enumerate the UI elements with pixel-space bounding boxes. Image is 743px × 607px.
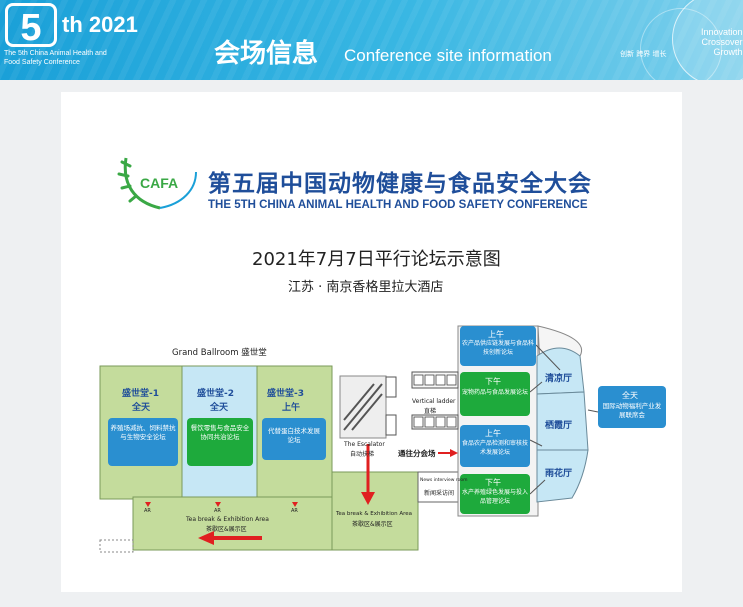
hall-qixia-label: 栖霞厅 [545, 421, 573, 431]
hall-qingliang-label: 清凉厅 [545, 374, 573, 384]
interview-room [417, 471, 459, 503]
logo-number: 5 [5, 3, 57, 49]
connector-line [529, 439, 543, 447]
escalator-label-en: The Escalator [344, 441, 385, 448]
top-banner: 5 th 2021 The 5th China Animal Health an… [0, 0, 743, 80]
entrance-marker-icon [215, 502, 221, 507]
side-forum-4-time: 下午 [485, 478, 501, 487]
side-forum-box-2 [460, 372, 530, 416]
motto-line2: Crossover [701, 37, 743, 47]
room-2-name: 盛世堂-2 [197, 389, 234, 399]
welfare-time: 全天 [622, 391, 638, 400]
tea-left-label-cn: 茶歇区&展示区 [206, 526, 247, 533]
side-forum-1-title: 农产品供应链发展与食品科技创新论坛 [462, 340, 535, 356]
motto: Innovation Crossover Growth [701, 27, 743, 57]
side-forum-box-4 [460, 474, 530, 514]
ballroom-label: Grand Ballroom 盛世堂 [172, 348, 267, 358]
elevator-bank-top [411, 371, 459, 389]
room-1-name: 盛世堂-1 [122, 389, 159, 399]
room-3-time: 上午 [282, 403, 301, 413]
motto-line1: Innovation [701, 27, 743, 37]
ladder-label-cn: 直梯 [424, 408, 437, 415]
connector-line [535, 344, 561, 371]
forum-box-3 [262, 418, 326, 460]
connector-line [529, 479, 546, 495]
to-forum-label: 通往分会场 [398, 449, 436, 458]
tea-left-label-en: Tea break & Exhibition Area [186, 516, 269, 523]
ar-label-1: AR [144, 508, 151, 514]
room-3-forum: 代替蛋白技术发展论坛 [268, 427, 320, 444]
elevator-doors-icon [413, 374, 457, 428]
forum-box-1 [108, 418, 178, 466]
stair-outline [99, 539, 134, 553]
hall-yuhua-label: 雨花厅 [545, 469, 573, 479]
logo-subtitle: The 5th China Animal Health and Food Saf… [4, 49, 107, 67]
arrow-left-head-icon [198, 531, 214, 545]
cafa-logo-icon: CAFA [117, 157, 197, 210]
conference-title-cn: 第五届中国动物健康与食品安全大会 [208, 171, 592, 197]
tagline: 创新 跨界 增长 [620, 50, 667, 58]
connector-line [587, 409, 599, 413]
side-forum-3-title: 食品农产品检测和审核技术发展论坛 [462, 440, 529, 456]
banner-title-cn: 会场信息 [214, 39, 319, 69]
tea-area-right [331, 471, 419, 551]
logo-sub-line2: Food Safety Conference [4, 59, 80, 66]
side-forum-box-1 [460, 326, 536, 366]
ar-label-2: AR [214, 508, 221, 514]
logo-suffix: th 2021 [62, 12, 138, 37]
room-2-time: 全天 [210, 403, 229, 413]
tea-right-label-en: Tea break & Exhibition Area [336, 511, 412, 517]
connector-line [529, 381, 543, 393]
hall-qingliang [536, 347, 585, 395]
side-forum-2-title: 宠物药品与食品发展论坛 [462, 389, 529, 396]
welfare-forum-box [598, 386, 666, 428]
banner-title-en: Conference site information [344, 46, 552, 65]
logo-sub-line1: The 5th China Animal Health and [4, 50, 107, 57]
side-forum-3-time: 上午 [485, 429, 501, 438]
side-forum-4-title: 水产养殖绿色发展与投入品管理论坛 [462, 489, 529, 505]
motto-line3: Growth [713, 47, 743, 57]
cafa-text: CAFA [140, 175, 178, 191]
entrance-marker-icon [145, 502, 151, 507]
side-forum-1-time: 上午 [488, 330, 504, 339]
room-3-name: 盛世堂-3 [267, 389, 304, 399]
entrance-marker-icon [292, 502, 298, 507]
elevator-icon [385, 376, 397, 398]
elevator-bank-bottom [411, 414, 459, 430]
room-1-time: 全天 [132, 403, 151, 413]
hall-yuhua [536, 449, 589, 503]
room-1-forum: 养殖场减抗、饲料禁抗与生物安全论坛 [110, 424, 176, 441]
escalator-steps-icon [343, 383, 383, 431]
side-forum-box-3 [460, 425, 530, 467]
decor-circle-icon [672, 0, 743, 80]
side-forum-2-time: 下午 [485, 377, 501, 386]
welfare-forum-title: 国际动物福利产业发展联席会 [602, 402, 662, 419]
diagram-title: 2021年7月7日平行论坛示意图 [252, 249, 501, 270]
room-2-forum: 餐饮零售与食品安全协同共治论坛 [190, 424, 250, 441]
ar-label-3: AR [291, 508, 298, 514]
tea-right-label-cn: 茶歇区&展示区 [352, 521, 393, 528]
escalator-label-cn: 自动扶梯 [350, 451, 375, 458]
interview-label-cn: 新闻采访间 [424, 490, 455, 497]
ladder-label-en: Vertical ladder [412, 398, 456, 405]
conference-title-en: THE 5TH CHINA ANIMAL HEALTH AND FOOD SAF… [208, 199, 588, 211]
venue-label: 江苏 · 南京香格里拉大酒店 [288, 280, 444, 295]
elevator-icon [385, 414, 397, 436]
interview-label-en: News interview room [420, 478, 468, 483]
arrow-right-head-icon [450, 449, 458, 457]
forum-box-2 [187, 418, 253, 466]
arrow-down-head-icon [361, 492, 375, 505]
banner-pattern [0, 0, 743, 80]
